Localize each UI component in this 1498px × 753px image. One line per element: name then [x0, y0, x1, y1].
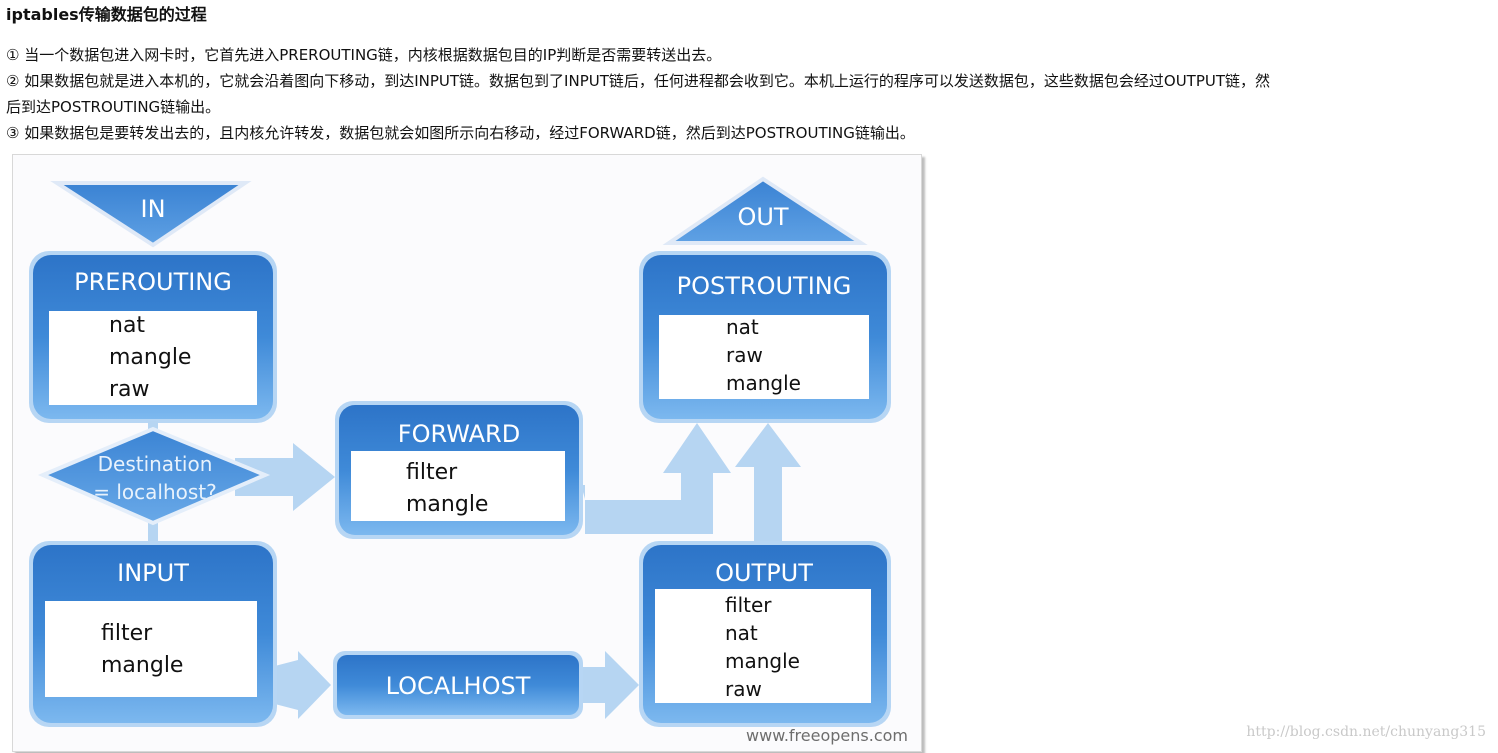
- localhost-label: LOCALHOST: [386, 672, 531, 700]
- paragraph-2-continuation: 后到达POSTROUTING链输出。: [6, 98, 221, 116]
- input-chain: INPUT filter mangle: [29, 541, 277, 727]
- output-table-filter: filter: [725, 593, 772, 617]
- paragraph-1: ① 当一个数据包进入网卡时，它首先进入PREROUTING链，内核根据数据包目的…: [6, 42, 721, 68]
- prerouting-table-box: [49, 311, 257, 405]
- postrouting-title: POSTROUTING: [677, 272, 852, 300]
- output-table-mangle: mangle: [725, 649, 800, 673]
- circled-number-3: ③: [6, 124, 20, 142]
- circled-number-2: ②: [6, 72, 20, 90]
- input-table-mangle: mangle: [101, 653, 183, 678]
- output-table-nat: nat: [725, 621, 758, 645]
- output-table-raw: raw: [725, 677, 762, 701]
- flow-arrows: [235, 423, 801, 719]
- arrow-input-to-localhost: [271, 651, 331, 719]
- postrouting-table-box: [659, 315, 869, 399]
- arrow-to-forward: [235, 443, 335, 511]
- input-table-filter: filter: [101, 621, 153, 646]
- postrouting-table-mangle: mangle: [726, 371, 801, 395]
- arrow-up-shaft: [735, 423, 801, 543]
- localhost-node: LOCALHOST: [333, 651, 583, 719]
- paragraph-2: ② 如果数据包就是进入本机的，它就会沿着图向下移动，到达INPUT链。数据包到了…: [6, 68, 1270, 94]
- postrouting-table-raw: raw: [726, 343, 763, 367]
- paragraph-3-text: 如果数据包是要转发出去的，且内核允许转发，数据包就会如图所示向右移动，经过FOR…: [19, 124, 915, 142]
- destination-decision: Destination = localhost?: [37, 421, 271, 541]
- in-label: IN: [140, 195, 165, 223]
- prerouting-table-mangle: mangle: [109, 345, 191, 370]
- diagram-credit: www.freeopens.com: [746, 726, 908, 745]
- decision-line-2: = localhost?: [93, 480, 217, 504]
- output-table-box: [655, 589, 871, 703]
- output-chain: OUTPUT filter nat mangle raw: [639, 541, 891, 727]
- prerouting-table-raw: raw: [109, 377, 150, 402]
- postrouting-chain: POSTROUTING nat raw mangle: [639, 251, 891, 423]
- output-title: OUTPUT: [715, 559, 813, 587]
- paragraph-1-text: 当一个数据包进入网卡时，它首先进入PREROUTING链，内核根据数据包目的IP…: [19, 46, 722, 64]
- arrow-localhost-to-output: [583, 651, 639, 719]
- out-triangle: OUT: [662, 176, 868, 245]
- prerouting-chain: PREROUTING nat mangle raw: [29, 251, 277, 423]
- input-title: INPUT: [117, 559, 189, 587]
- out-label: OUT: [737, 203, 788, 231]
- forward-title: FORWARD: [398, 420, 520, 448]
- arrow-forward-to-postrouting: [581, 423, 731, 534]
- iptables-flow-diagram: IN OUT PREROUTING nat mangle raw Destina…: [12, 154, 922, 752]
- forward-chain: FORWARD filter mangle: [335, 401, 583, 539]
- in-triangle: IN: [50, 181, 252, 248]
- decision-line-1: Destination: [98, 452, 213, 476]
- forward-table-mangle: mangle: [406, 492, 488, 517]
- circled-number-1: ①: [6, 46, 20, 64]
- watermark: http://blog.csdn.net/chunyang315: [1246, 724, 1486, 740]
- paragraph-3: ③ 如果数据包是要转发出去的，且内核允许转发，数据包就会如图所示向右移动，经过F…: [6, 120, 915, 146]
- postrouting-table-nat: nat: [726, 315, 759, 339]
- forward-table-box: [351, 451, 565, 521]
- prerouting-title: PREROUTING: [74, 268, 232, 296]
- paragraph-2-text: 如果数据包就是进入本机的，它就会沿着图向下移动，到达INPUT链。数据包到了IN…: [19, 72, 1271, 90]
- forward-table-filter: filter: [406, 460, 458, 485]
- prerouting-table-nat: nat: [109, 313, 145, 338]
- page-title: iptables传输数据包的过程: [6, 5, 207, 24]
- input-table-box: [45, 601, 257, 697]
